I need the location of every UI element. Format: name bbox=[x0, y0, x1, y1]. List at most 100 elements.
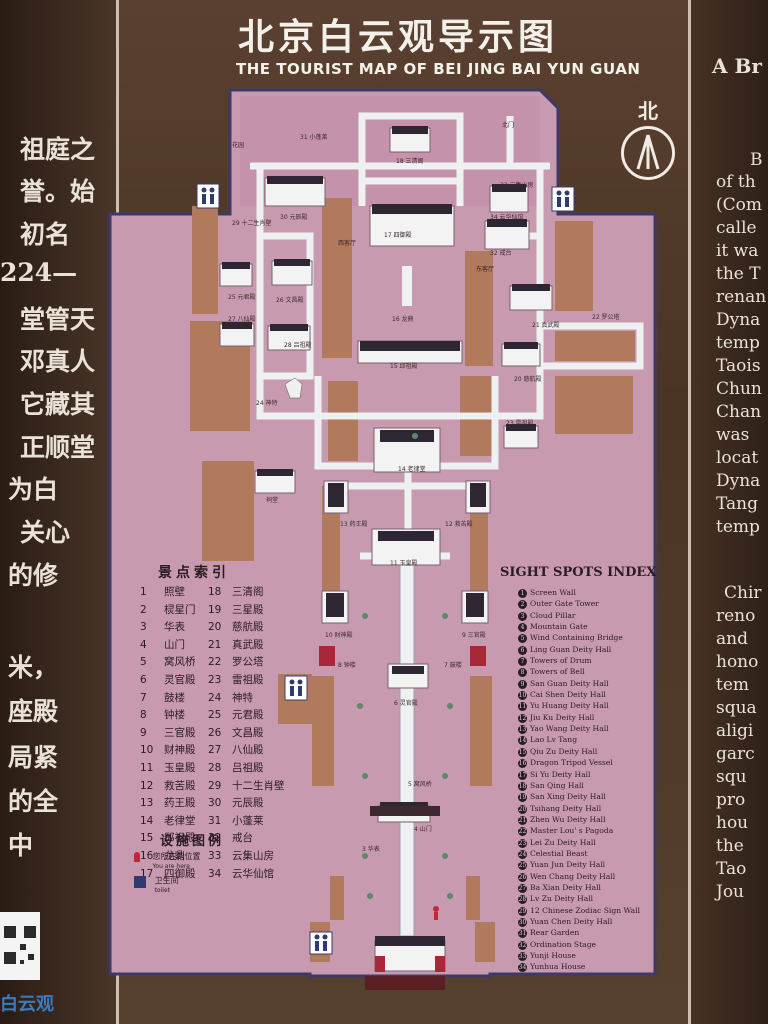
index-name: 鼓楼 bbox=[164, 691, 185, 704]
right-panel-line: hou bbox=[716, 813, 749, 833]
index-number: 19 bbox=[208, 603, 222, 616]
temple-map bbox=[108, 88, 657, 990]
index-name: 元辰殿 bbox=[232, 797, 264, 810]
index-number-badge: 6 bbox=[518, 645, 527, 655]
map-label-cihangdian: 20 慈航殿 bbox=[514, 376, 542, 383]
index-name: 元君殿 bbox=[232, 709, 264, 722]
index-number-badge: 3 bbox=[518, 611, 527, 621]
left-panel-line: 米， bbox=[8, 653, 59, 682]
map-label-yunjishanfang: 33 云集山房 bbox=[500, 182, 534, 189]
right-panel-line: Chir bbox=[724, 583, 762, 603]
right-board-background bbox=[678, 0, 768, 1024]
qr-code bbox=[0, 912, 40, 980]
index-number: 27 bbox=[208, 744, 222, 757]
index-number-badge: 11 bbox=[518, 702, 527, 712]
index-name: 小蓬莱 bbox=[232, 814, 264, 827]
map-label-sanguandian: 9 三官殿 bbox=[462, 632, 486, 639]
toilet-icon bbox=[134, 876, 146, 888]
index-name: 药王殿 bbox=[164, 797, 196, 810]
index-number-badge: 27 bbox=[518, 883, 527, 893]
left-panel-line: 祖庭之 bbox=[20, 135, 96, 164]
index-name: 照壁 bbox=[164, 586, 185, 598]
index-name-english: Yunhua House bbox=[530, 962, 586, 972]
left-panel-line: 初名 bbox=[20, 220, 71, 249]
left-panel-line: 它藏其 bbox=[20, 390, 96, 419]
index-name-english: Tsihang Deity Hall bbox=[530, 803, 602, 813]
right-panel-line: aligi bbox=[716, 721, 754, 741]
index-name: 云集山房 bbox=[232, 849, 274, 862]
right-panel-line: (Com bbox=[716, 195, 762, 215]
map-label-huayuan: 花园 bbox=[232, 142, 245, 149]
index-number-badge: 25 bbox=[518, 861, 527, 871]
index-name-english: Ba Xian Deity Hall bbox=[530, 882, 601, 892]
index-name-english: Lao Lv Tang bbox=[530, 735, 578, 745]
left-panel-line: 中 bbox=[8, 831, 34, 860]
index-title-chinese: 景点索引 bbox=[158, 565, 230, 581]
index-name: 窝风桥 bbox=[164, 656, 196, 669]
index-name: 三星殿 bbox=[232, 603, 264, 616]
index-number: 10 bbox=[140, 744, 154, 757]
map-title-english: THE TOURIST MAP OF BEI JING BAI YUN GUAN bbox=[236, 60, 641, 78]
index-name-english: Cloud Pillar bbox=[530, 610, 576, 620]
map-label-luogongta: 22 罗公塔 bbox=[592, 314, 620, 321]
index-name: 云华仙馆 bbox=[232, 867, 274, 880]
index-name-english: Jiu Ku Deity Hall bbox=[530, 712, 595, 722]
map-label-yunhuaxianguan: 34 云华仙馆 bbox=[490, 214, 524, 221]
index-name-english: Lei Zu Deity Hall bbox=[530, 837, 596, 847]
index-name: 罗公塔 bbox=[232, 656, 264, 669]
right-panel-line: pro bbox=[716, 790, 746, 810]
index-name-english: Cai Shen Deity Hall bbox=[530, 690, 606, 700]
right-panel-line: Dyna bbox=[716, 310, 761, 330]
map-label-siyudian: 17 四御殿 bbox=[384, 232, 412, 239]
index-number: 20 bbox=[208, 621, 222, 634]
map-label-wenchangdian: 26 文昌殿 bbox=[276, 297, 304, 304]
right-panel-line: and bbox=[716, 629, 748, 649]
index-name-english: Towers of Drum bbox=[530, 656, 592, 666]
map-label-jietai: 32 戒台 bbox=[490, 250, 512, 257]
map-label-zhonglou: 8 钟楼 bbox=[338, 662, 356, 669]
right-panel-line: tem bbox=[716, 675, 750, 695]
index-number-badge: 16 bbox=[518, 759, 527, 769]
index-name-english: Screen Wall bbox=[530, 588, 576, 597]
left-panel-line: 关心 bbox=[20, 518, 71, 547]
north-label: 北 bbox=[638, 99, 658, 123]
compass-arrow-icon bbox=[621, 126, 675, 180]
index-name-english: San Qing Hall bbox=[530, 780, 584, 790]
index-name: 文昌殿 bbox=[232, 726, 264, 739]
location-pin-icon bbox=[134, 852, 140, 862]
index-number: 23 bbox=[208, 673, 222, 686]
index-name-english: 12 Chinese Zodiac Sign Wall bbox=[530, 905, 641, 915]
left-panel-line: 邓真人 bbox=[20, 347, 96, 376]
map-label-zhenwudian: 21 真武殿 bbox=[532, 322, 560, 329]
index-number-badge: 21 bbox=[518, 815, 527, 825]
index-name: 救苦殿 bbox=[164, 779, 196, 792]
index-number: 1 bbox=[140, 586, 147, 598]
index-number: 16 bbox=[140, 849, 154, 862]
right-panel-line: reno bbox=[716, 606, 756, 626]
left-panel-line: 的修 bbox=[8, 561, 59, 590]
index-name: 华表 bbox=[164, 621, 185, 634]
